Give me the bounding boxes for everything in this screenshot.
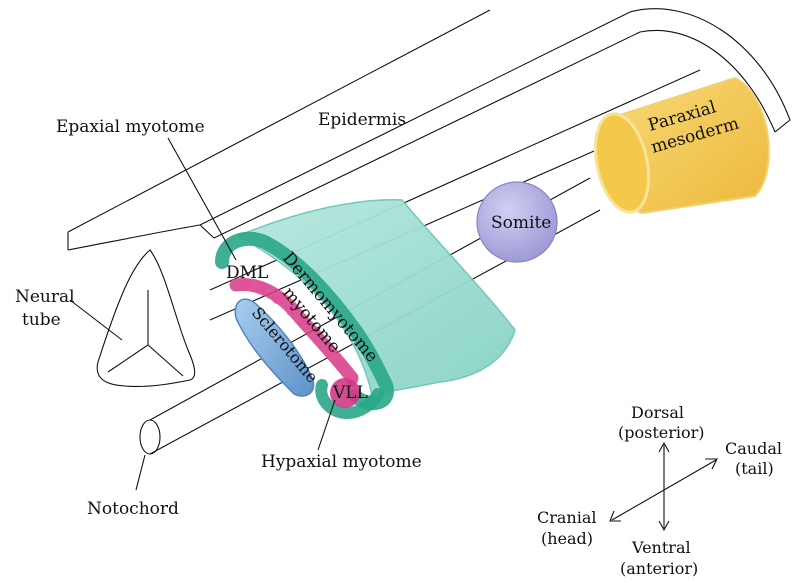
dml-label: DML <box>226 263 268 283</box>
caudal-label: Caudal <box>725 439 782 458</box>
epidermis-label: Epidermis <box>318 110 406 130</box>
orientation-compass <box>610 443 717 530</box>
epaxial-myotome-label: Epaxial myotome <box>56 117 205 137</box>
posterior-label: (posterior) <box>618 423 705 442</box>
notochord-label: Notochord <box>87 499 179 519</box>
neural-tube-label-line1: Neural <box>15 287 75 307</box>
ventral-label: Ventral <box>631 538 691 557</box>
vll-label: VLL <box>332 383 368 403</box>
neural-tube <box>97 250 194 386</box>
neural-tube-label-line2: tube <box>22 310 61 330</box>
tail-label: (tail) <box>735 459 774 478</box>
somite-label: Somite <box>491 213 551 233</box>
hypaxial-myotome-label: Hypaxial myotome <box>261 452 422 472</box>
head-label: (head) <box>541 529 593 548</box>
cranial-label: Cranial <box>537 508 597 527</box>
dorsal-label: Dorsal <box>631 403 684 422</box>
anterior-label: (anterior) <box>620 559 698 578</box>
